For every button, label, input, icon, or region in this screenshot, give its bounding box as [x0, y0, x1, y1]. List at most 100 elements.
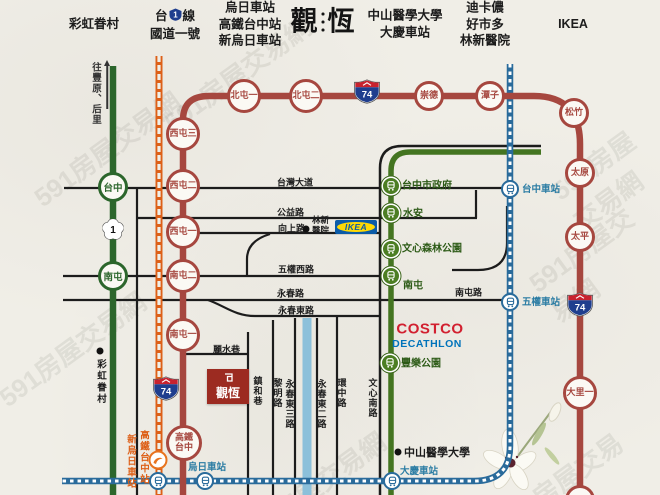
header-item-1-row-1: 國道一號 — [149, 26, 201, 41]
road-label-永春東三路: 永春東三路 — [284, 379, 295, 429]
road-label-文心南路: 文心南路 — [367, 378, 378, 418]
train-icon — [387, 271, 395, 281]
train-icon — [201, 476, 209, 486]
road-label-永春路: 永春路 — [277, 288, 305, 299]
ikea-logo: IKEA — [335, 220, 377, 234]
road-label-南屯路: 南屯路 — [455, 287, 483, 298]
interchange-台中: 台中 — [98, 172, 128, 202]
rail-station-label-大慶車站: 大慶車站 — [400, 466, 439, 477]
rail-station-烏日車站 — [196, 472, 214, 490]
train-icon — [506, 297, 514, 307]
header-item-6: IKEA — [558, 18, 588, 35]
rail-line-rungs — [62, 64, 512, 483]
road-label-向上路: 向上路 — [278, 223, 306, 234]
header-item-5-row-1: 好市多 — [466, 16, 504, 31]
station-南屯二: 南屯二 — [166, 259, 200, 293]
road-label-公益路: 公益路 — [277, 207, 305, 218]
project-guanheng-name: 觀恆 — [216, 384, 240, 401]
ikea-logo-oval: IKEA — [337, 222, 375, 232]
mrt-station-台中市政府 — [381, 176, 401, 196]
station-高鐵台中: 高鐵 台中 — [166, 425, 202, 461]
chungshan-university-label: 中山醫學大學 — [404, 447, 470, 459]
road-label-台灣大道: 台灣大道 — [277, 177, 314, 188]
hsr-label-新烏日車站: 新烏日車站 — [125, 434, 136, 489]
header-text: 台 — [154, 8, 168, 23]
header-item-6-row-0: IKEA — [558, 16, 588, 31]
station-崇德: 崇德 — [414, 81, 444, 111]
ikea-logo-text: IKEA — [344, 221, 368, 232]
header-item-4-row-1: 大慶車站 — [379, 25, 431, 39]
train-icon — [506, 184, 514, 194]
mrt-green-line — [388, 149, 541, 495]
expressway-74-shield: 74 — [153, 376, 180, 406]
rail-station-大慶車站 — [383, 472, 401, 490]
linshin-line2: 醫院 — [312, 225, 330, 235]
svg-text:74: 74 — [362, 90, 373, 101]
svg-text:74: 74 — [575, 303, 586, 314]
train-icon — [387, 181, 395, 191]
station-太平: 太平 — [565, 222, 595, 252]
mrt-station-南屯 — [381, 266, 401, 286]
mrt-station-label-水安: 水安 — [403, 208, 423, 220]
svg-text:74: 74 — [161, 387, 172, 398]
linshin-line1: 林新 — [312, 215, 330, 226]
train-icon — [386, 358, 394, 368]
header-item-0-row-0: 彩虹眷村 — [68, 16, 120, 31]
header-text: 線 — [182, 8, 196, 23]
hsr-label-高鐵台中站: 高鐵台中站 — [138, 430, 149, 485]
header-item-5-row-2: 林新醫院 — [459, 33, 511, 48]
hsr-station — [148, 450, 168, 470]
rail-station-label-五權車站: 五權車站 — [522, 297, 561, 308]
header-item-5: 迪卡儂好市多林新醫院 — [460, 1, 510, 51]
provincial-highway-shield-icon: 1 — [168, 8, 181, 24]
interchange-南屯: 南屯 — [98, 261, 128, 291]
freeway-1-shield: 1 — [102, 218, 124, 245]
decathlon-logo: DECATHLON — [392, 338, 462, 350]
station-松竹: 松竹 — [559, 98, 589, 128]
header-item-5-row-0: 迪卡儂 — [466, 0, 504, 15]
project-guanheng-box: 觀恆 — [207, 369, 249, 404]
train-icon — [387, 244, 395, 254]
train-icon — [154, 476, 162, 486]
linshin-hospital-label: 林新 醫院 — [312, 215, 330, 236]
road-label-麗水巷: 麗水巷 — [213, 344, 241, 355]
expressway-74-shield: 74 — [354, 79, 381, 109]
station-北屯二: 北屯二 — [289, 79, 323, 113]
mrt-station-水安 — [381, 203, 401, 223]
project-name-text: 觀恆 — [215, 386, 240, 400]
expressway-74-shield: 74 — [567, 292, 594, 322]
flower-illustration — [483, 402, 562, 491]
header-item-4-row-0: 中山醫學大學 — [367, 8, 443, 23]
station-太原: 太原 — [565, 158, 595, 188]
chungshan-university-dot — [394, 448, 402, 456]
road-wenxin — [378, 144, 541, 495]
mrt-station-label-南屯: 南屯 — [403, 280, 423, 292]
rail-station-台中車站 — [501, 180, 519, 198]
road-label-鎮和巷: 鎮和巷 — [252, 376, 263, 406]
hsr-icon — [153, 457, 163, 464]
station-西屯二: 西屯二 — [166, 169, 200, 203]
rail-station-label-烏日車站: 烏日車站 — [188, 462, 227, 473]
project-logo-mark-icon — [224, 373, 233, 382]
road-label-永春東路: 永春東路 — [278, 305, 315, 316]
svg-text:1: 1 — [110, 225, 116, 236]
mrt-station-label-文心森林公園: 文心森林公園 — [402, 243, 462, 255]
road-connector-curve-1 — [245, 232, 271, 276]
train-icon — [388, 476, 396, 486]
header-item-2-row-0: 烏日車站 — [224, 0, 276, 15]
mrt-station-label-台中市政府: 台中市政府 — [402, 180, 452, 192]
road-label-環中路: 環中路 — [336, 378, 347, 408]
station-西屯三: 西屯三 — [166, 117, 200, 151]
train-icon — [387, 208, 395, 218]
rainbow-village-dot — [96, 347, 104, 355]
brand-logo-divider — [321, 10, 326, 34]
north-destination-label: 往豐原、后里 — [90, 62, 101, 125]
linshin-hospital-dot — [302, 225, 310, 233]
station-南屯一: 南屯一 — [166, 318, 200, 352]
north-arrow-line — [106, 65, 108, 109]
road-label-永春東二路: 永春東二路 — [316, 379, 327, 429]
station-西屯一: 西屯一 — [166, 215, 200, 249]
